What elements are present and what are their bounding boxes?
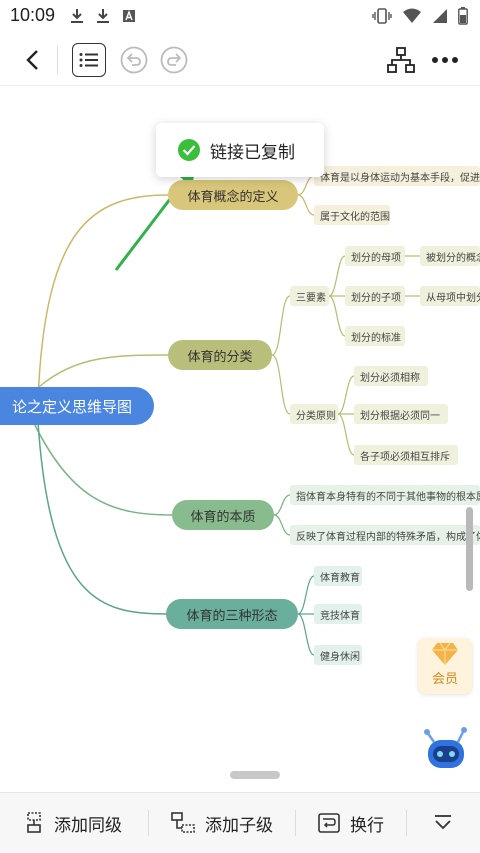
add-sibling-button[interactable]: 添加同级 (0, 793, 148, 853)
redo-icon (160, 46, 188, 74)
vibrate-icon (372, 8, 392, 24)
member-label: 会员 (431, 672, 458, 687)
add-child-icon (171, 812, 195, 833)
branch-node-essence[interactable]: 体育的本质 (172, 500, 274, 530)
leaf-node[interactable]: 划分根据必须同一 (354, 404, 448, 424)
download-icon (97, 9, 109, 23)
add-child-button[interactable]: 添加子级 (149, 793, 295, 853)
vertical-scrollbar[interactable] (466, 507, 473, 591)
root-node[interactable]: 论之定义思维导图 (0, 387, 154, 425)
status-time: 10:09 (10, 5, 56, 25)
signal-icon (433, 9, 447, 23)
download-icon (71, 9, 83, 23)
toast-text: 链接已复制 (210, 142, 295, 163)
assistant-button[interactable] (422, 724, 470, 772)
battery-icon (458, 7, 468, 25)
back-button[interactable] (16, 44, 48, 76)
leaf-node[interactable]: 各子项必须相互排斥 (354, 445, 458, 465)
branch-node-classification[interactable]: 体育的分类 (168, 340, 272, 370)
a-box-icon (123, 10, 135, 22)
back-icon (26, 50, 38, 70)
outline-list-icon (79, 53, 98, 67)
collapse-button[interactable] (407, 793, 479, 853)
leaf-node[interactable]: 反映了体育过程内部的特殊矛盾，构成了体育 (290, 525, 480, 545)
branch-node-definition[interactable]: 体育概念的定义 (168, 180, 298, 210)
undo-icon (120, 46, 148, 74)
bottom-divider (295, 810, 296, 836)
top-toolbar (0, 34, 480, 86)
redo-button[interactable] (158, 44, 190, 76)
member-button[interactable]: 会员 (418, 638, 472, 694)
leaf-node[interactable]: 被划分的概念 (420, 246, 480, 266)
bottom-divider (406, 810, 407, 836)
leaf-node[interactable]: 划分的母项 (345, 246, 405, 266)
structure-icon (387, 47, 415, 73)
bottom-divider (148, 810, 149, 836)
add-sibling-icon (27, 812, 41, 833)
leaf-node[interactable]: 从母项中划分 (420, 286, 480, 306)
toast-link-copied: 链接已复制 (156, 123, 324, 177)
leaf-node[interactable]: 三要素 (290, 286, 329, 306)
wrap-button[interactable]: 换行 (296, 793, 406, 853)
leaf-node[interactable]: 指体育本身特有的不同于其他事物的根本属性 (290, 485, 480, 505)
add-sibling-label: 添加同级 (54, 815, 122, 836)
structure-button[interactable] (384, 44, 418, 76)
leaf-node[interactable]: 划分的子项 (345, 286, 405, 306)
leaf-node[interactable]: 属于文化的范围 (314, 205, 390, 225)
more-icon (432, 57, 458, 63)
collapse-icon (435, 815, 451, 830)
wifi-icon (403, 8, 421, 23)
bottom-toolbar: 添加同级 添加子级 换行 (0, 792, 480, 853)
leaf-node[interactable]: 分类原则 (290, 404, 338, 424)
robot-icon (424, 727, 467, 768)
leaf-node[interactable]: 划分必须相称 (354, 366, 428, 386)
leaf-node[interactable]: 划分的标准 (345, 326, 405, 346)
leaf-node[interactable]: 体育是以身体运动为基本手段，促进身 (314, 166, 480, 186)
drag-handle[interactable] (230, 771, 280, 779)
status-bar: 10:09 (0, 0, 480, 34)
diamond-icon (432, 642, 458, 665)
branch-node-forms[interactable]: 体育的三种形态 (166, 599, 298, 629)
toolbar-divider (57, 46, 58, 74)
mindmap-canvas[interactable]: 论之定义思维导图 体育概念的定义 体育的分类 体育的本质 体育的三种形态 体育是… (0, 86, 480, 792)
add-child-label: 添加子级 (205, 815, 273, 836)
wrap-icon (318, 813, 340, 833)
check-circle-icon (178, 139, 200, 161)
more-button[interactable] (428, 44, 462, 76)
wrap-label: 换行 (350, 815, 384, 836)
undo-button[interactable] (118, 44, 150, 76)
leaf-node[interactable]: 体育教育 (314, 566, 362, 586)
leaf-node[interactable]: 健身休闲 (314, 645, 362, 665)
leaf-node[interactable]: 竞技体育 (314, 604, 362, 624)
outline-button[interactable] (72, 43, 106, 77)
